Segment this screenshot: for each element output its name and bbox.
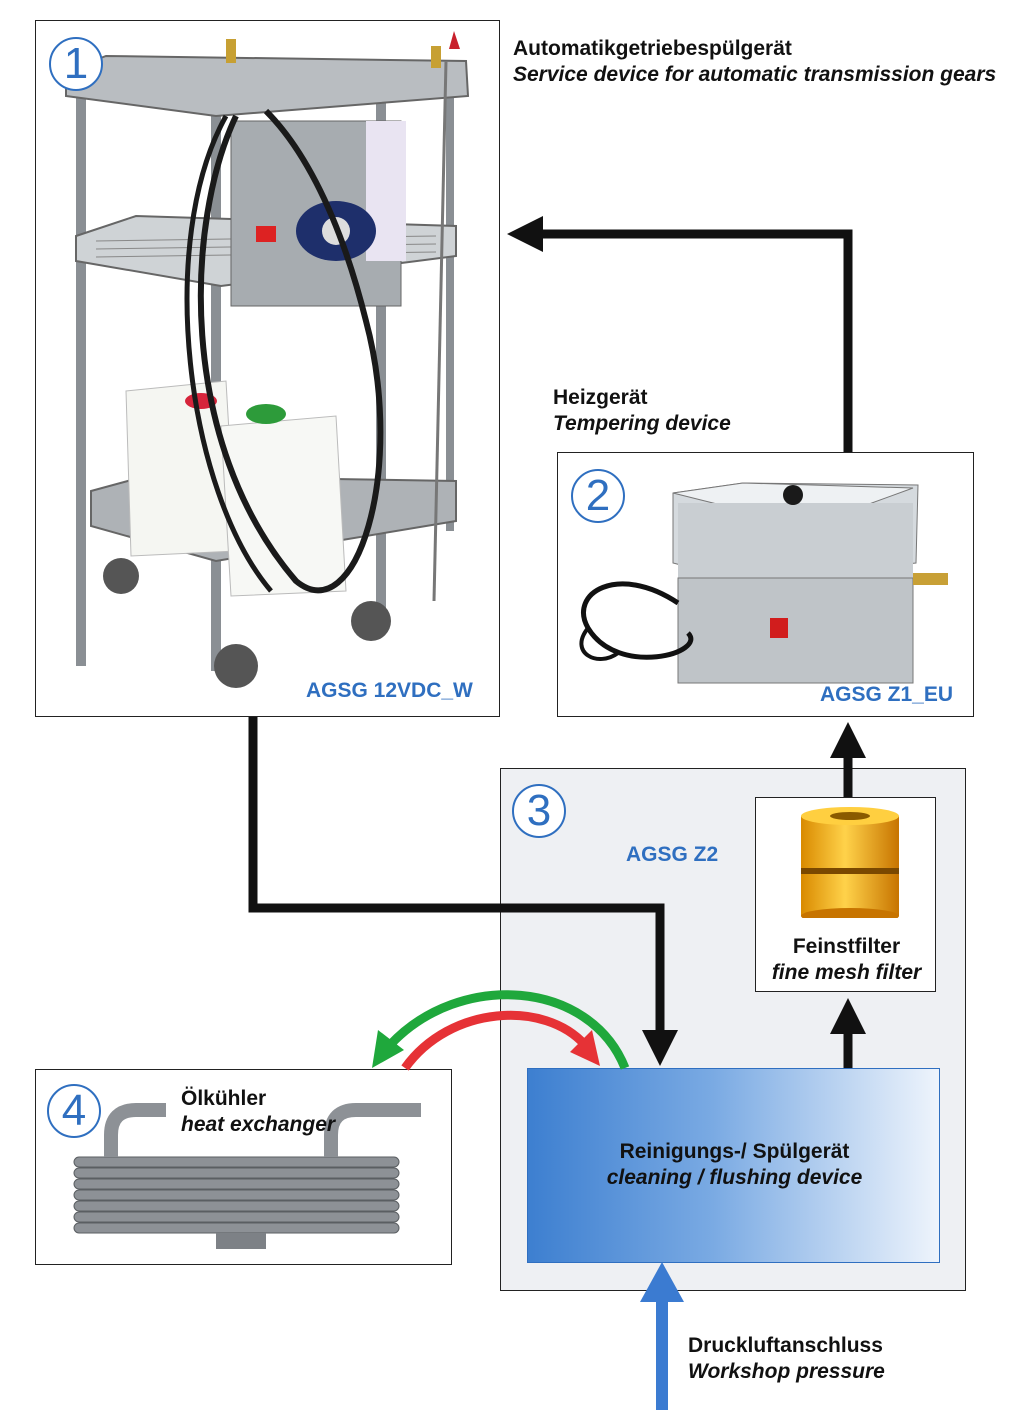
heat-exchanger-label: Ölkühler heat exchanger [181,1086,335,1138]
heat-exchanger-illustration [73,1103,421,1249]
device-number-4: 4 [47,1084,101,1138]
filter-label-de: Feinstfilter [792,935,901,958]
device-number-1: 1 [49,37,103,91]
pressure-label-de: Druckluftanschluss [688,1334,883,1357]
filter-cartridge-icon [801,807,899,918]
device-number-2: 2 [571,469,625,523]
cleaning-device-label: Reinigungs-/ Spülgerät cleaning / flushi… [528,1139,941,1191]
heat-exchanger-label-en: heat exchanger [181,1113,336,1136]
filter-label-en: fine mesh filter [771,961,922,984]
arrow-pressure-head [640,1262,684,1302]
device-code-2: AGSG Z1_EU [820,683,954,706]
fine-mesh-filter-box: Feinstfilter fine mesh filter [755,797,936,992]
arrow-pressure-shaft [656,1300,668,1410]
device1-title-de: Automatikgetriebespülgerät [513,37,792,60]
arrow-green-head [372,1030,404,1068]
cleaning-device-label-de: Reinigungs-/ Spülgerät [619,1140,850,1163]
device-number-3: 3 [512,784,566,838]
arrow-green-return [386,990,630,1070]
device-code-1: AGSG 12VDC_W [306,679,473,702]
arrow-red-supply [401,1010,589,1071]
device2-title: Heizgerät Tempering device [553,385,731,437]
service-device-box: 1 AGSG 12VDC_W [35,20,500,717]
pressure-label-en: Workshop pressure [688,1360,885,1383]
tempering-device-box: 2 AGSG Z1_EU [557,452,974,717]
arrow-service-to-cleaner [248,717,678,1066]
arrow-red-head [570,1030,600,1066]
cleaning-device-block: Reinigungs-/ Spülgerät cleaning / flushi… [527,1068,940,1263]
cleaning-device-label-en: cleaning / flushing device [606,1166,863,1189]
heater-illustration [579,482,948,684]
device2-title-en: Tempering device [553,412,731,435]
device2-title-de: Heizgerät [553,386,648,409]
filter-label: Feinstfilter fine mesh filter [756,934,937,986]
device1-title-en: Service device for automatic transmissio… [513,63,997,86]
heat-exchanger-box: 4 Ölkühler heat exchanger [35,1069,452,1265]
service-cart-illustration [65,31,470,688]
heat-exchanger-label-de: Ölkühler [181,1087,267,1110]
arrow-heater-to-service [507,216,853,452]
device-code-3: AGSG Z2 [626,843,719,866]
pressure-label: Druckluftanschluss Workshop pressure [688,1333,885,1385]
device1-title: Automatikgetriebespülgerät Service devic… [513,36,996,88]
